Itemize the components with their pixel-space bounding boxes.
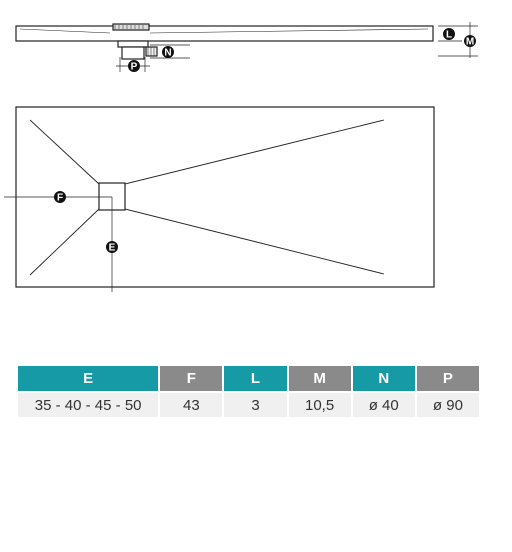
drain-trap — [121, 46, 145, 60]
svg-text:L: L — [446, 30, 452, 41]
callout-l: L — [443, 28, 455, 41]
value-n: ø 40 — [352, 391, 415, 417]
top-view — [4, 106, 435, 292]
value-f: 43 — [160, 391, 223, 417]
side-view — [15, 22, 478, 72]
callout-m: M — [464, 35, 476, 48]
value-p: ø 90 — [416, 391, 479, 417]
drain-body — [117, 40, 149, 48]
drain-outlet — [145, 46, 158, 57]
header-p: P — [416, 366, 479, 391]
svg-text:E: E — [109, 243, 116, 254]
value-e: 35 - 40 - 45 - 50 — [18, 391, 159, 417]
table-header-row: E F L M N P — [18, 366, 479, 391]
header-f: F — [160, 366, 223, 391]
dimensions-table: E F L M N P 35 - 40 - 45 - 50 43 3 10,5 … — [16, 366, 481, 417]
header-l: L — [224, 366, 287, 391]
callout-f: F — [54, 191, 66, 204]
value-l: 3 — [224, 391, 287, 417]
value-m: 10,5 — [288, 391, 351, 417]
callout-p: P — [128, 60, 140, 73]
table-row: 35 - 40 - 45 - 50 43 3 10,5 ø 40 ø 90 — [18, 391, 479, 417]
svg-text:N: N — [164, 48, 171, 59]
header-e: E — [18, 366, 159, 391]
header-n: N — [352, 366, 415, 391]
svg-text:F: F — [57, 193, 63, 204]
svg-text:M: M — [466, 37, 474, 48]
tray-side-profile — [15, 25, 434, 42]
technical-drawing: L M N P F E — [4, 22, 478, 292]
header-m: M — [288, 366, 351, 391]
callout-n: N — [162, 46, 174, 59]
callout-e: E — [106, 241, 118, 254]
svg-text:P: P — [131, 62, 138, 73]
